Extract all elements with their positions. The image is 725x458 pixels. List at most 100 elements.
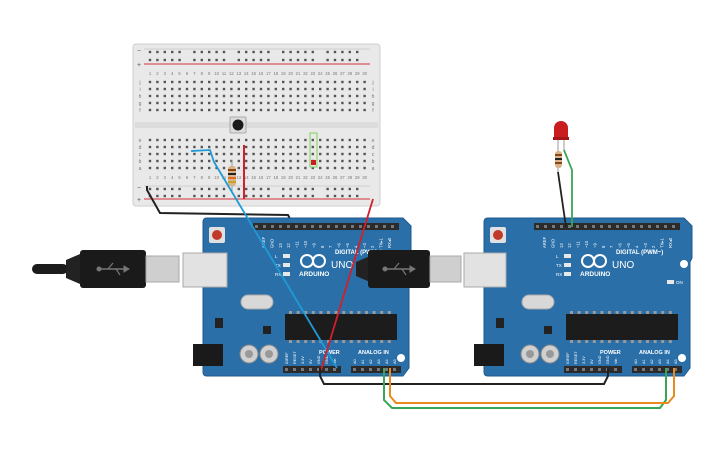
terminal-hole (215, 159, 218, 163)
terminal-hole (185, 80, 189, 84)
chip-pin (630, 340, 634, 343)
wire-green-between-boards[interactable] (383, 368, 667, 409)
wire-green-led[interactable] (563, 149, 573, 227)
terminal-hole (222, 152, 226, 156)
terminal-hole (156, 159, 159, 163)
digital-pin-label: ~9 (592, 243, 597, 248)
rail-hole (259, 50, 263, 54)
chip-pin (319, 311, 323, 314)
analog-pin-label: A1 (361, 359, 365, 364)
digital-pin-label: 7 (609, 245, 614, 248)
terminal-hole (252, 108, 255, 112)
atmega-chip (566, 314, 678, 340)
wire-blue[interactable] (191, 149, 338, 369)
power-jack[interactable] (474, 344, 504, 366)
rail-hole (296, 50, 300, 54)
rail-hole (282, 187, 285, 191)
header-pin (666, 368, 669, 371)
terminal-hole (245, 108, 248, 112)
terminal-hole (230, 138, 233, 142)
rail-hole (348, 50, 351, 54)
column-number-top: 3 (164, 71, 167, 76)
usb-port-left-board[interactable] (182, 252, 228, 288)
terminal-hole (333, 145, 337, 149)
usb-port-right-board[interactable] (463, 252, 507, 288)
model-text: UNO (612, 260, 634, 271)
power-pin-label: 5V (309, 359, 313, 364)
led-red[interactable] (553, 121, 569, 150)
terminal-hole (274, 145, 277, 149)
chip-pin (623, 340, 627, 343)
terminal-hole (274, 108, 277, 112)
mounting-hole (397, 354, 405, 362)
usb-cable-left[interactable] (32, 250, 180, 288)
usb-cable-left-strain (66, 254, 80, 284)
rail-hole (163, 50, 166, 54)
rail-hole (163, 187, 166, 191)
chip-pin (646, 311, 649, 314)
wire-black-led[interactable] (557, 171, 567, 228)
terminal-hole (304, 101, 307, 105)
terminal-hole (363, 145, 366, 149)
terminal-hole (156, 166, 159, 170)
terminal-hole (304, 80, 307, 84)
led-resistor[interactable] (555, 148, 562, 172)
terminal-hole (341, 80, 344, 84)
led-label: RX (275, 272, 281, 277)
header-pin (590, 368, 593, 371)
terminal-hole (148, 87, 152, 91)
usb-cable-middle[interactable] (356, 250, 462, 288)
row-letter-right: c (372, 152, 375, 158)
header-pin (544, 225, 547, 228)
terminal-hole (311, 94, 314, 98)
wire-red[interactable] (320, 198, 374, 371)
terminal-hole (163, 87, 166, 91)
column-number-top: 1 (149, 71, 152, 76)
terminal-hole (252, 87, 255, 91)
terminal-hole (326, 138, 329, 142)
rail-hole (356, 58, 359, 62)
wire-black-between-boards[interactable] (319, 368, 609, 385)
terminal-hole (230, 108, 233, 112)
terminal-hole (215, 138, 218, 142)
column-number-top: 8 (201, 71, 204, 76)
header-pin (552, 225, 555, 228)
mounting-hole (678, 354, 686, 362)
terminal-hole (245, 94, 248, 98)
logo-right-ring (312, 254, 326, 268)
pushbutton[interactable] (229, 116, 247, 134)
header-pin (271, 225, 274, 228)
terminal-hole (289, 87, 292, 91)
chip-pin (311, 311, 315, 314)
row-letter-left: i (139, 87, 140, 93)
analog-pin-label: A5 (674, 359, 678, 364)
rail-hole (252, 58, 255, 62)
terminal-hole (274, 166, 277, 170)
header-pin (255, 225, 258, 228)
column-number-top: 7 (193, 71, 196, 76)
usb-cable-middle-metal (429, 255, 462, 283)
column-number-top: 5 (178, 71, 181, 76)
chip-pin (289, 340, 292, 343)
terminal-hole (356, 87, 359, 91)
terminal-hole (156, 152, 159, 156)
power-jack[interactable] (193, 344, 223, 366)
reset-button[interactable] (493, 230, 503, 240)
chip-pin (357, 311, 361, 314)
column-number-top: 22 (303, 71, 308, 76)
terminal-hole (237, 159, 240, 163)
terminal-hole (311, 108, 314, 112)
terminal-hole (230, 87, 233, 91)
power-pin-label: 5V (590, 359, 594, 364)
rail-hole (200, 194, 203, 198)
reset-button[interactable] (212, 230, 222, 240)
column-number-top: 10 (214, 71, 219, 76)
terminal-hole (208, 108, 211, 112)
wire-orange-between-boards[interactable] (389, 368, 675, 404)
breadboard-resistor[interactable] (228, 160, 236, 192)
rail-hole (222, 187, 226, 191)
terminal-hole (289, 159, 292, 163)
